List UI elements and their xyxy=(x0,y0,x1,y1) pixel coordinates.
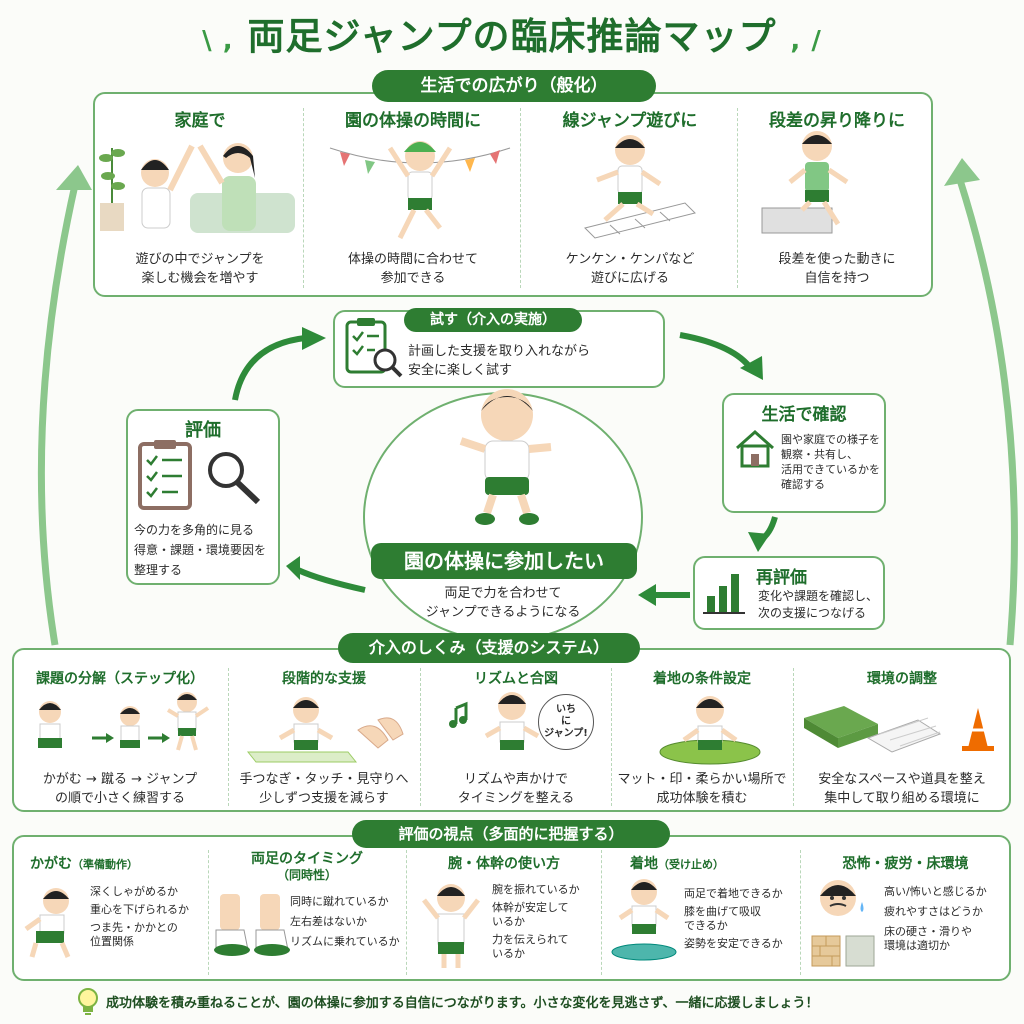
bar-chart-icon xyxy=(703,574,745,614)
gen-title-home: 家庭で xyxy=(174,111,226,131)
checklist-search-icon xyxy=(345,318,403,378)
confirm-title: 生活で確認 xyxy=(761,405,847,425)
int-text-2: リズムや声かけで タイミングを整える xyxy=(457,772,575,806)
vp-bullets-0: 深くしゃがめるか 重心を下げられるか つま先・かかとの 位置関係 xyxy=(90,885,189,948)
viewpoints-header: 評価の視点（多面的に把握する） xyxy=(352,820,670,848)
eval-title: 評価 xyxy=(185,420,221,441)
vp-title-4: 恐怖・疲労・床環境 xyxy=(842,856,969,872)
vp-bullets-2: 腕を振れているか 体幹が安定して いるか 力を伝えられて いるか xyxy=(492,883,580,960)
int-text-0: かがむ → 蹴る → ジャンプ の順で小さく練習する xyxy=(42,772,198,806)
try-text: 計画した支援を取り入れながら 安全に楽しく試す xyxy=(408,344,591,378)
int-title-3: 着地の条件設定 xyxy=(653,671,751,687)
generalization-header: 生活での広がり（般化） xyxy=(372,70,656,102)
left-outer-arrowhead xyxy=(56,165,92,190)
vp-sub-1: （同時性） xyxy=(276,868,337,882)
int-title-4: 環境の調整 xyxy=(867,671,937,687)
vp-title-0: かがむ（準備動作） xyxy=(30,856,138,872)
page-title: \ , 両足ジャンプの臨床推論マップ , / xyxy=(202,15,822,58)
vp-bullets-4: 高い/怖いと感じるか 疲れやすさはどうか 床の硬さ・滑りや 環境は適切か xyxy=(884,885,987,952)
goal-title: 園の体操に参加したい xyxy=(371,543,637,579)
int-text-1: 手つなぎ・タッチ・見守りへ 少しずつ支援を減らす xyxy=(239,772,409,806)
gen-text-steps: 段差を使った動きに 自信を持つ xyxy=(778,252,896,286)
goal-text: 両足で力を合わせて ジャンプできるようになる xyxy=(425,586,581,620)
gen-title-steps: 段差の昇り降りに xyxy=(769,111,905,131)
vp-bullets-3: 両足で着地できるか 膝を曲げて吸収 できるか 姿勢を安定できるか xyxy=(684,887,783,950)
home-highfive-illustration xyxy=(99,143,295,233)
gen-title-line-jump: 線ジャンプ遊びに xyxy=(562,111,698,131)
environment-illustration xyxy=(804,706,994,753)
arrow-eval-to-try xyxy=(232,335,306,401)
house-icon xyxy=(736,429,774,468)
left-outer-arrow xyxy=(37,184,79,646)
support-illustration xyxy=(246,697,404,763)
landing-mat-illustration xyxy=(659,696,761,765)
int-title-0: 課題の分解（ステップ化） xyxy=(36,671,204,687)
landing-child-illustration xyxy=(611,879,677,961)
squat-child-illustration xyxy=(24,888,71,958)
int-title-1: 段階的な支援 xyxy=(282,671,366,687)
gen-text-line-jump: ケンケン・ケンパなど 遊びに広げる xyxy=(565,252,695,286)
vp-title-1: 両足のタイミング xyxy=(251,851,363,867)
rhythm-illustration xyxy=(449,692,540,750)
try-header: 試す（介入の実施） xyxy=(404,308,582,332)
line-jump-illustration xyxy=(584,135,696,239)
gen-text-home: 遊びの中でジャンプを 楽しむ機会を増やす xyxy=(135,252,265,286)
gen-text-gym: 体操の時間に合わせて 参加できる xyxy=(347,252,478,286)
footer-message: 成功体験を積み重ねることが、園の体操に参加する自信につながります。小さな変化を見… xyxy=(106,996,819,1011)
eval-text: 今の力を多角的に見る 得意・課題・環境要因を 整理する xyxy=(134,523,267,577)
int-text-3: マット・印・柔らかい場所で 成功体験を積む xyxy=(617,772,787,806)
sparkle-right-icon: , / xyxy=(790,26,822,56)
vp-bullets-1: 同時に蹴れているか 左右差はないか リズムに乗れているか xyxy=(290,895,400,948)
jumping-child-illustration xyxy=(459,389,552,525)
gym-jump-illustration xyxy=(329,141,511,240)
vp-title-3: 着地（受け止め） xyxy=(630,856,724,872)
bubble-text: いち に ジャンプ! xyxy=(544,704,588,739)
lightbulb-icon xyxy=(78,988,98,1015)
vp-title-2: 腕・体幹の使い方 xyxy=(448,856,560,872)
right-outer-arrow xyxy=(956,178,1018,646)
arrow-goal-to-eval xyxy=(296,567,366,593)
int-text-4: 安全なスペースや道具を整え 集中して取り組める環境に xyxy=(818,772,986,806)
worried-child-floor-illustration xyxy=(811,880,875,967)
confirm-text: 園や家庭での様子を 観察・共有し、 活用できているかを 確認する xyxy=(781,433,880,491)
arm-swing-child-illustration xyxy=(422,884,480,968)
clipboard-magnifier-icon xyxy=(138,440,261,510)
step-climb-illustration xyxy=(761,131,849,234)
intervention-header: 介入のしくみ（支援のシステム） xyxy=(338,633,640,663)
right-outer-arrowhead xyxy=(944,158,980,186)
feet-shoes-illustration xyxy=(214,894,290,956)
step-sequence-illustration xyxy=(38,692,210,751)
sparkle-left-icon: \ , xyxy=(202,26,234,56)
rhythm-speech-bubble: いち に ジャンプ! xyxy=(538,694,594,750)
gen-title-gym: 園の体操の時間に xyxy=(345,111,481,131)
reeval-text: 変化や課題を確認し、 次の支援につなげる xyxy=(758,589,879,620)
int-title-2: リズムと合図 xyxy=(474,671,558,687)
reeval-title: 再評価 xyxy=(756,568,807,588)
arrow-try-to-confirm xyxy=(679,332,755,372)
